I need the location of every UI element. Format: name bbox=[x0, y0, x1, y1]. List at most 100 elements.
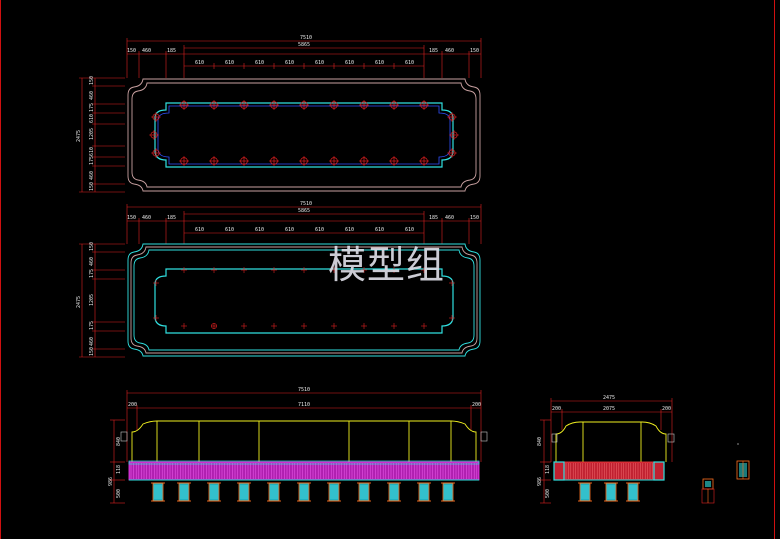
post-cross bbox=[449, 280, 455, 286]
post-cross bbox=[153, 315, 159, 321]
plan-bottom-overall-dim: 7510 bbox=[300, 201, 312, 207]
detail-small-2 bbox=[736, 443, 750, 480]
elevation-long-inner: 7110 bbox=[298, 402, 310, 408]
footing bbox=[151, 482, 165, 502]
plan-top: 7510 5865 150 460 185 185 460 150 610 61… bbox=[76, 35, 482, 193]
post-cross bbox=[181, 267, 187, 273]
plan-top-bay-3: 610 bbox=[255, 60, 264, 66]
plan-top-bay-6: 610 bbox=[345, 60, 354, 66]
post-marker bbox=[329, 100, 339, 110]
plan-top-height-7: 175 bbox=[89, 156, 95, 165]
post-marker bbox=[449, 130, 459, 140]
footing bbox=[626, 482, 640, 502]
plan-bottom-right-seg-1: 185 bbox=[429, 215, 438, 221]
footing bbox=[267, 482, 281, 502]
footing bbox=[207, 482, 221, 502]
post-marker bbox=[239, 100, 249, 110]
post-cross bbox=[271, 323, 277, 329]
post-marker bbox=[447, 112, 457, 122]
post-marker bbox=[209, 100, 219, 110]
post-cross bbox=[241, 323, 247, 329]
elevation-short-h3: 986 bbox=[537, 477, 543, 486]
plan-bottom-right-seg-2: 460 bbox=[445, 215, 454, 221]
elevation-short-side-left: 200 bbox=[552, 406, 561, 412]
post-marker bbox=[299, 100, 309, 110]
plan-bottom-height-2: 460 bbox=[89, 257, 95, 266]
plan-bottom-left-seg-3: 185 bbox=[167, 215, 176, 221]
plan-bottom-inner-span-dim: 5865 bbox=[298, 208, 310, 214]
post-cross bbox=[301, 267, 307, 273]
post-marker bbox=[149, 130, 159, 140]
footing bbox=[578, 482, 592, 502]
plan-top-height-4: 610 bbox=[89, 114, 95, 123]
post-marker bbox=[359, 156, 369, 166]
post-cross bbox=[271, 267, 277, 273]
drawing-frame-left-edge bbox=[0, 0, 1, 539]
plan-top-left-seg-1: 150 bbox=[127, 48, 136, 54]
drawing-frame-right-edge bbox=[774, 0, 775, 539]
post-cross bbox=[449, 315, 455, 321]
plan-bottom-bay-8: 610 bbox=[405, 227, 414, 233]
plan-top-inner-span-dim: 5865 bbox=[298, 42, 310, 48]
post-marker bbox=[239, 156, 249, 166]
elevation-long-footings bbox=[151, 482, 455, 502]
plan-top-bay-1: 610 bbox=[195, 60, 204, 66]
post-cross bbox=[361, 267, 367, 273]
post-cross bbox=[153, 280, 159, 286]
plan-bottom-height-total: 2475 bbox=[76, 296, 82, 308]
post-marker bbox=[447, 148, 457, 158]
post-marker bbox=[419, 100, 429, 110]
plan-top-right-seg-2: 460 bbox=[445, 48, 454, 54]
elevation-short-side-right: 200 bbox=[662, 406, 671, 412]
post-marker bbox=[359, 100, 369, 110]
post-marker bbox=[419, 156, 429, 166]
plan-bottom-bay-1: 610 bbox=[195, 227, 204, 233]
post-marker bbox=[389, 100, 399, 110]
footing bbox=[417, 482, 431, 502]
post-cross bbox=[301, 323, 307, 329]
plan-top-height-9: 150 bbox=[89, 182, 95, 191]
plan-bottom-height-6: 460 bbox=[89, 337, 95, 346]
post-marker bbox=[329, 156, 339, 166]
post-marker bbox=[269, 156, 279, 166]
plan-top-left-seg-3: 185 bbox=[167, 48, 176, 54]
plan-top-height-8: 460 bbox=[89, 171, 95, 180]
plan-top-height-3: 175 bbox=[89, 103, 95, 112]
plan-bottom-posts bbox=[153, 267, 455, 329]
post-marker bbox=[209, 156, 219, 166]
post-cross bbox=[331, 323, 337, 329]
detail-small-1 bbox=[701, 478, 715, 504]
footing bbox=[297, 482, 311, 502]
plan-bottom-bay-7: 610 bbox=[375, 227, 384, 233]
elevation-short-h4: 500 bbox=[545, 489, 551, 498]
plan-bottom-height-3: 175 bbox=[89, 269, 95, 278]
plan-top-bay-5: 610 bbox=[315, 60, 324, 66]
post-cross bbox=[211, 267, 217, 273]
elevation-long-h3: 986 bbox=[108, 477, 114, 486]
plan-top-height-total: 2475 bbox=[76, 130, 82, 142]
plan-top-right-seg-3: 150 bbox=[470, 48, 479, 54]
post-cross bbox=[391, 323, 397, 329]
elevation-short-h2: 118 bbox=[545, 465, 551, 474]
plan-bottom-height-4: 1205 bbox=[89, 294, 95, 306]
plan-bottom-height-7: 150 bbox=[89, 347, 95, 356]
post-marker bbox=[299, 156, 309, 166]
plan-top-bay-2: 610 bbox=[225, 60, 234, 66]
plan-bottom-height-5: 175 bbox=[89, 321, 95, 330]
post-cross bbox=[391, 267, 397, 273]
elevation-long-h2: 118 bbox=[116, 465, 122, 474]
plan-top-height-2: 460 bbox=[89, 91, 95, 100]
plan-bottom-left-seg-2: 460 bbox=[142, 215, 151, 221]
plan-bottom-bay-3: 610 bbox=[255, 227, 264, 233]
plan-top-left-seg-2: 460 bbox=[142, 48, 151, 54]
plan-bottom-dimension-text: 7510 5865 150 460 185 185 460 150 610 61… bbox=[76, 201, 479, 356]
plan-bottom-bay-5: 610 bbox=[315, 227, 324, 233]
plan-top-overall-dim: 7510 bbox=[300, 35, 312, 41]
post-cross bbox=[361, 323, 367, 329]
post-cross bbox=[241, 267, 247, 273]
plan-bottom-bay-2: 610 bbox=[225, 227, 234, 233]
watermark-text: 模型组 bbox=[328, 243, 446, 287]
post-marker bbox=[179, 100, 189, 110]
footing bbox=[387, 482, 401, 502]
